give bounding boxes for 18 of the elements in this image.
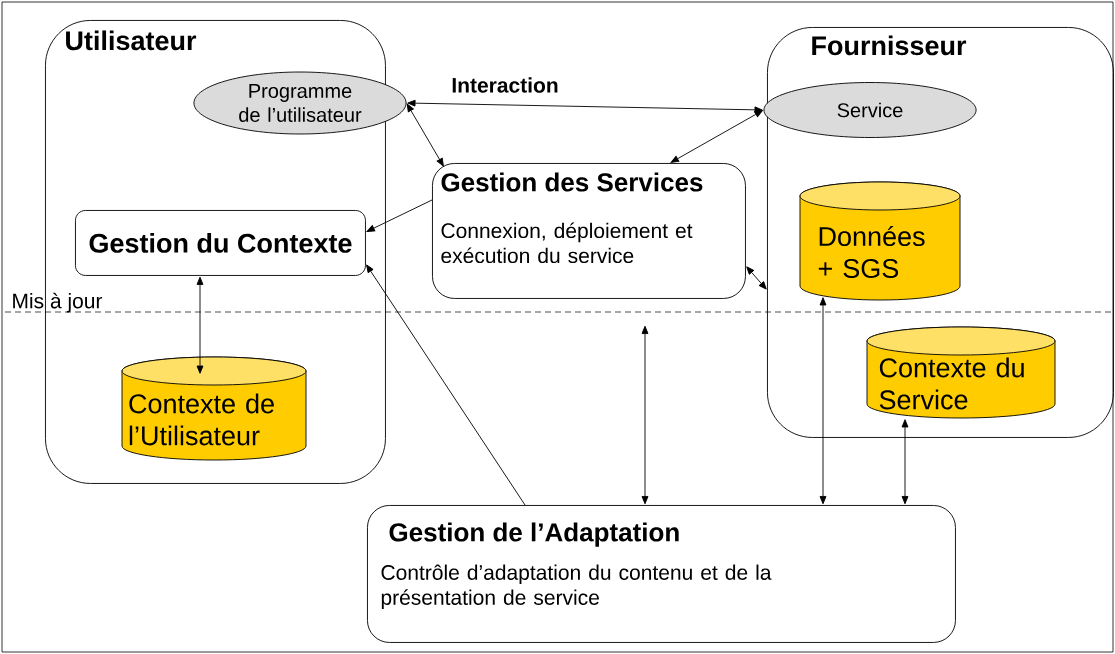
- arrow: [366, 264, 526, 506]
- arrow: [196, 276, 204, 374]
- arrow: [406, 103, 444, 167]
- arrow: [746, 266, 767, 290]
- arrow: [901, 419, 909, 505]
- arrow: [366, 199, 433, 232]
- database-cylinder: Contexte du Service: [866, 326, 1056, 419]
- edge-label: Interaction: [450, 76, 560, 94]
- arrow: [641, 325, 649, 505]
- divider-label: Mis à jour: [13, 292, 103, 313]
- process-box: Gestion des Services Connexion, déploiement et exécution du service: [432, 163, 746, 299]
- arrow: [670, 110, 763, 163]
- arrow: [407, 99, 763, 114]
- database-cylinder: Données + SGS: [799, 181, 961, 301]
- arrow: [819, 297, 827, 505]
- process-box: Gestion du Contexte: [75, 210, 366, 276]
- database-cylinder: Contexte de l’Utilisateur: [121, 356, 307, 461]
- process-box: Gestion de l’Adaptation Contrôle d’adaptation du contenu et de la présentation de service: [367, 505, 956, 643]
